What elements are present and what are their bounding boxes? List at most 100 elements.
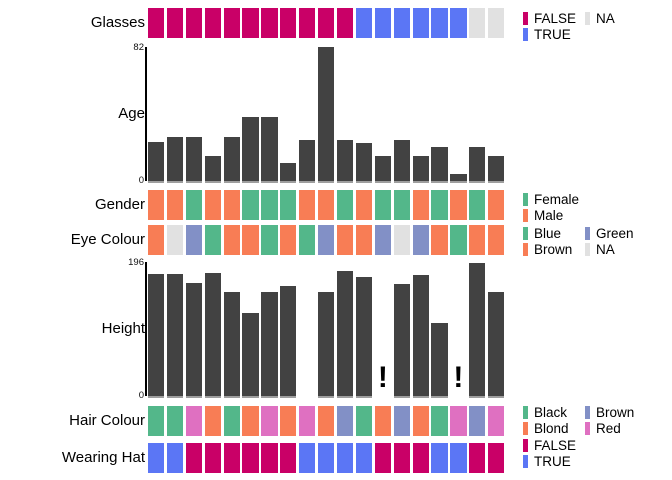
height-bar: [355, 277, 373, 396]
age-bar: [374, 156, 391, 181]
hair_colour-tile: [450, 406, 467, 436]
gender-tile: [280, 190, 297, 220]
baseline-tick: [393, 396, 410, 398]
age-bar: [488, 156, 505, 181]
legend-key-swatch: [585, 406, 590, 419]
wearing_hat-tile: [261, 443, 278, 473]
height-y-axis-line: [145, 262, 147, 396]
age-bar: [299, 140, 316, 181]
hair_colour-tile: [148, 406, 165, 436]
baseline-tick: [223, 181, 240, 183]
legend-label: Brown: [596, 405, 635, 420]
baseline-tick: [488, 181, 505, 183]
baseline-tick: [280, 181, 297, 183]
gender-tile: [148, 190, 165, 220]
age-bar: [166, 136, 184, 181]
baseline-tick: [148, 181, 165, 183]
wearing_hat-tile: [185, 443, 202, 473]
gender-tile: [412, 190, 429, 220]
gender-tile: [450, 190, 467, 220]
wearing_hat-tile: [204, 443, 221, 473]
wearing_hat-tile: [374, 443, 391, 473]
legend-label: Brown: [534, 242, 573, 257]
hair_colour-tile: [223, 406, 240, 436]
baseline-tick: [185, 181, 202, 183]
legend-label: Blue: [534, 226, 562, 241]
legend-key-swatch: [523, 209, 528, 222]
hair_colour-tile: [488, 406, 505, 436]
eye_colour-tile: [261, 225, 278, 255]
glasses-tile: [355, 8, 373, 38]
row-label-glasses: Glasses: [90, 14, 145, 31]
baseline-tick: [242, 396, 259, 398]
legend-label: Female: [534, 192, 580, 207]
baseline-tick: [431, 181, 448, 183]
legend-key-swatch: [523, 406, 528, 419]
eye_colour-tile: [450, 225, 467, 255]
baseline-tick: [242, 181, 259, 183]
baseline-tick: [204, 181, 221, 183]
row-label-height: Height: [101, 320, 145, 337]
height-bar: [412, 274, 429, 396]
wearing_hat-tile: [242, 443, 259, 473]
hair_colour-tile: [185, 406, 202, 436]
age-axis-zero-label: 0: [138, 175, 144, 186]
wearing_hat-tile: [450, 443, 467, 473]
age-bar: [204, 156, 221, 181]
eye_colour-tile: [280, 225, 297, 255]
legend-key-swatch: [523, 422, 528, 435]
missing-value-mark: !: [377, 361, 388, 394]
baseline-tick: [488, 396, 505, 398]
eye_colour-tile: [223, 225, 240, 255]
hair_colour-tile: [393, 406, 410, 436]
baseline-tick: [355, 181, 373, 183]
gender-tile: [185, 190, 202, 220]
age-bar-chart: [148, 47, 507, 183]
glasses-tile: [431, 8, 448, 38]
baseline-tick: [469, 181, 486, 183]
hair_colour-tile: [336, 406, 354, 436]
height-axis-max-label: 196: [128, 257, 144, 268]
legend-key-swatch: [585, 227, 590, 240]
baseline-tick: [299, 181, 316, 183]
height-bar-chart: !!: [148, 263, 507, 398]
legend-label: Green: [596, 226, 634, 241]
missing-value-mark: !: [453, 361, 464, 394]
wearing_hat-tile: [299, 443, 316, 473]
gender-tile: [374, 190, 391, 220]
wearing_hat-tile: [223, 443, 240, 473]
glasses-tile: [412, 8, 429, 38]
hair_colour-tile: [299, 406, 316, 436]
hair_colour-tile: [204, 406, 221, 436]
wearing_hat-tile: [148, 443, 165, 473]
glasses-tile: [318, 8, 335, 38]
wearing_hat-tile: [488, 443, 505, 473]
baseline-tick: [204, 396, 221, 398]
gender-tile: [393, 190, 410, 220]
gender-tile: [336, 190, 354, 220]
gender-tile: [355, 190, 373, 220]
hair_colour-tile: [261, 406, 278, 436]
baseline-tick: [431, 396, 448, 398]
height-bar: [261, 292, 278, 396]
eye_colour-tile: [412, 225, 429, 255]
eye_colour-tile: [393, 225, 410, 255]
wearing_hat-tile: [318, 443, 335, 473]
glasses-tile: [204, 8, 221, 38]
legend-key-swatch: [585, 12, 590, 25]
eye_colour-tile: [318, 225, 335, 255]
baseline-tick: [469, 396, 486, 398]
height-bar: [223, 291, 240, 396]
glasses-tile: [242, 8, 259, 38]
eye_colour-tile: [242, 225, 259, 255]
eye_colour-tile: [185, 225, 202, 255]
baseline-tick: [412, 181, 429, 183]
baseline-tick: [374, 181, 391, 183]
legend-label: TRUE: [534, 27, 571, 42]
gender-strip: [148, 190, 507, 220]
legend-key-swatch: [585, 422, 590, 435]
height-bar: [242, 312, 259, 396]
eye_colour-tile: [299, 225, 316, 255]
height-bar: [185, 283, 202, 396]
legend-label: NA: [596, 242, 615, 257]
